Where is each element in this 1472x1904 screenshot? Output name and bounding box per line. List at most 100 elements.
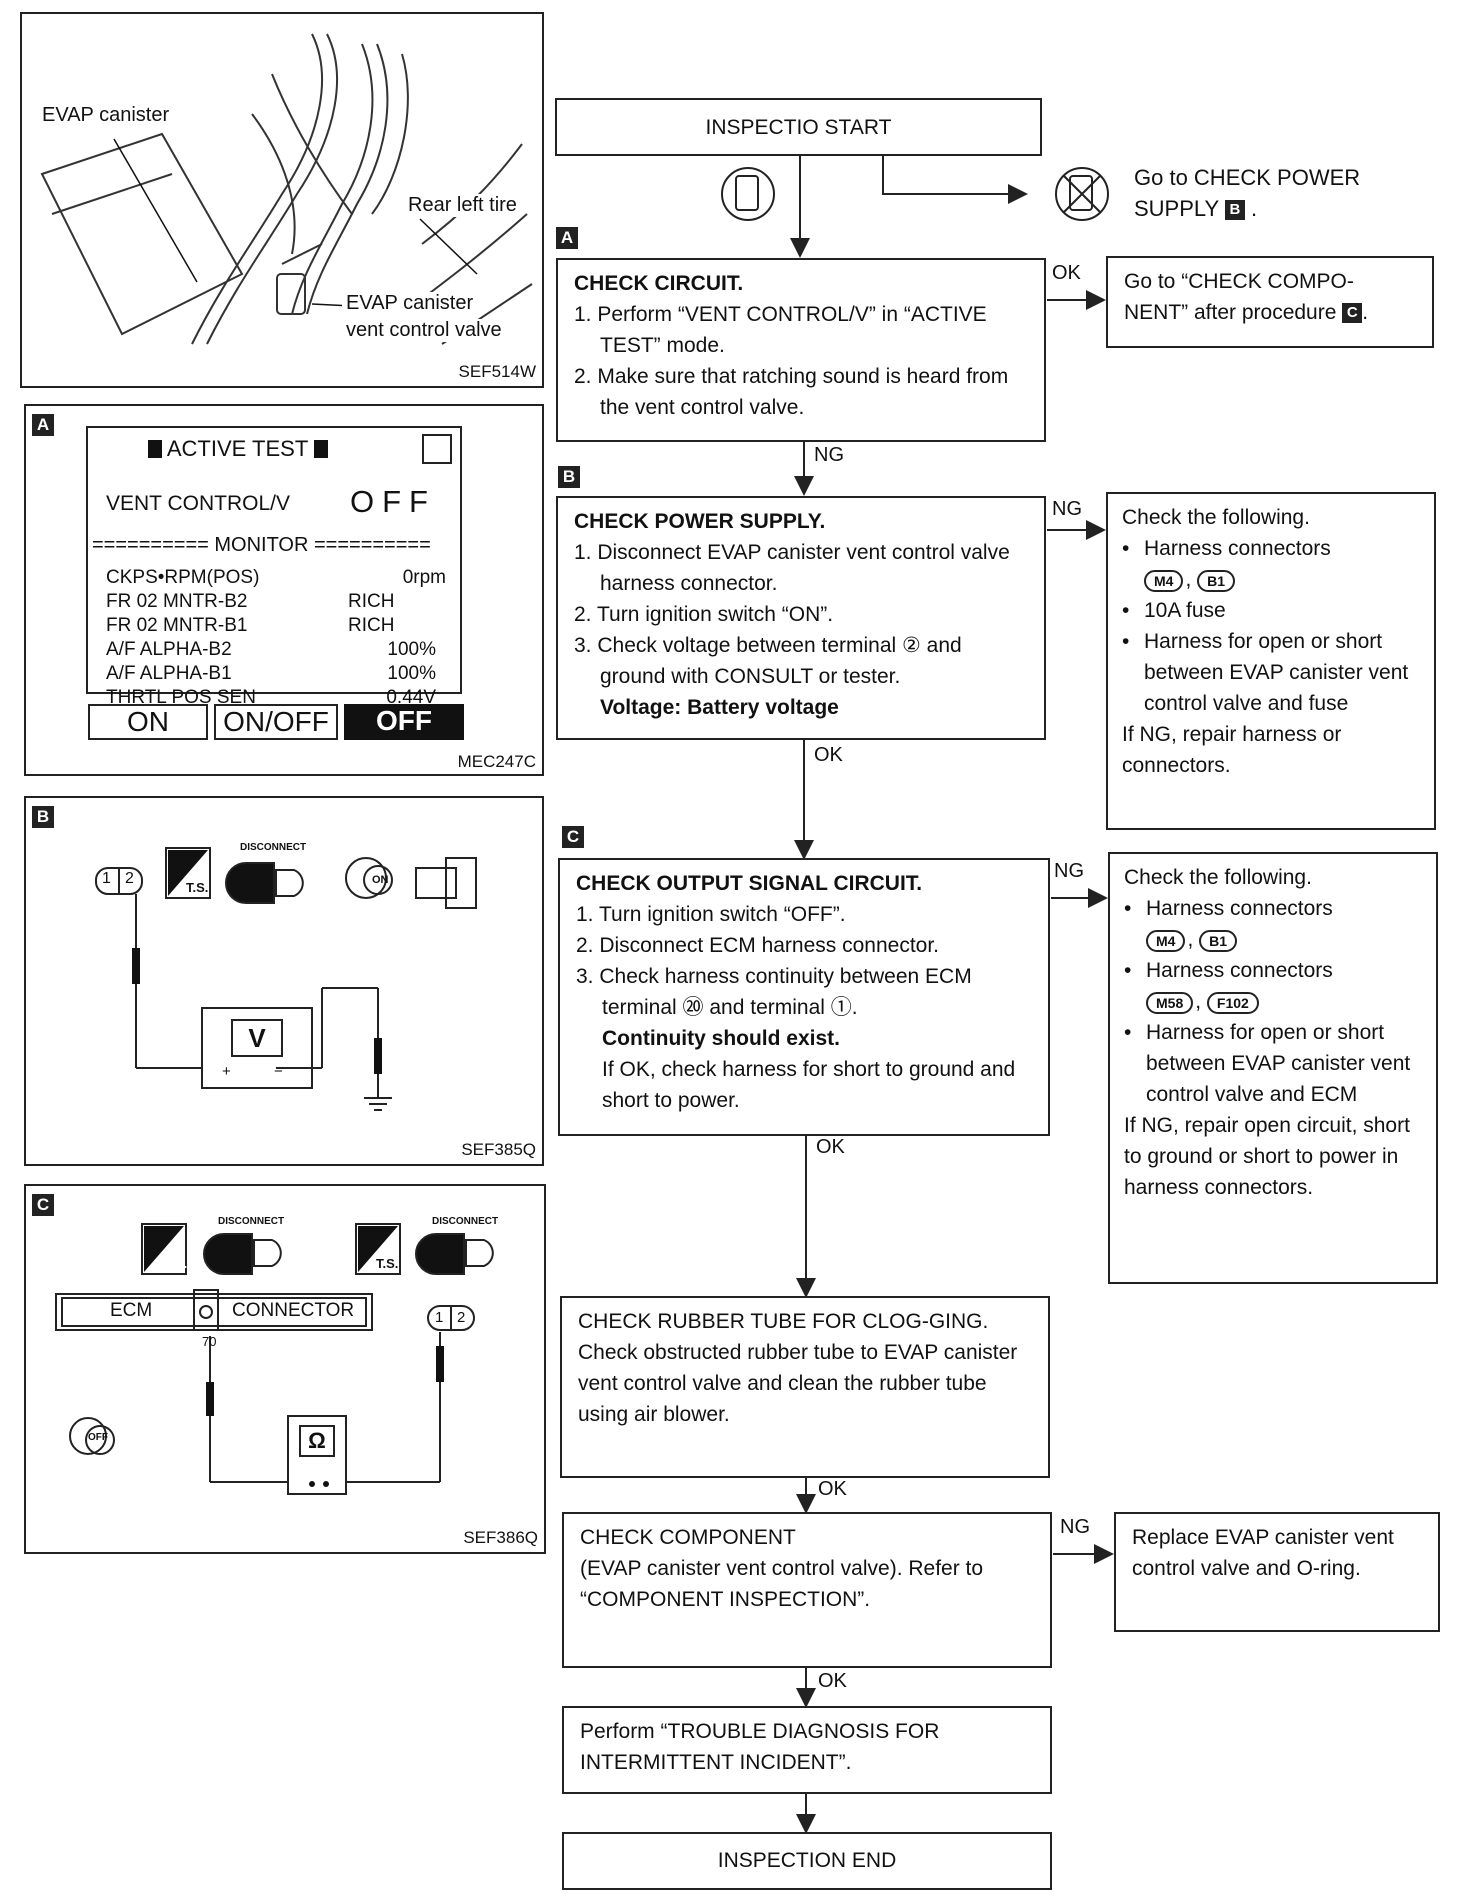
check-power-steps: 1. Disconnect EVAP canister vent control… bbox=[574, 537, 1028, 692]
disconnect-label-1: DISCONNECT bbox=[218, 1216, 285, 1227]
check-output-signal-box: CHECK OUTPUT SIGNAL CIRCUIT. 1. Turn ign… bbox=[558, 858, 1050, 1136]
inspection-end-box: INSPECTION END bbox=[562, 1832, 1052, 1890]
check-circuit-steps: 1. Perform “VENT CONTROL/V” in “ACTIVE T… bbox=[574, 299, 1028, 423]
step-c-tag: C bbox=[1342, 303, 1363, 324]
check-output-title: CHECK OUTPUT SIGNAL CIRCUIT. bbox=[576, 872, 923, 895]
ignition-on-label: ON bbox=[372, 874, 389, 886]
step-item: 3. Check voltage between terminal ② and … bbox=[574, 634, 962, 688]
connector-b1: B1 bbox=[1197, 570, 1236, 592]
disconnect-label: DISCONNECT bbox=[240, 842, 307, 853]
panel-b-voltage-check: B bbox=[24, 796, 544, 1166]
monitor-divider: ========== MONITOR ========== bbox=[92, 534, 431, 556]
step-item: 1. Turn ignition switch “OFF”. bbox=[576, 903, 846, 926]
panel-a-tag: A bbox=[32, 414, 54, 436]
hs-label: H.S. bbox=[162, 1256, 188, 1271]
power-ng-footer: If NG, repair harness or connectors. bbox=[1122, 723, 1342, 777]
off-button[interactable]: OFF bbox=[344, 704, 464, 740]
rear-left-tire-label: Rear left tire bbox=[404, 194, 521, 217]
start-label: INSPECTIO START bbox=[705, 116, 892, 139]
ng-label: NG bbox=[814, 444, 844, 466]
pin-1-label: 1 bbox=[102, 870, 111, 887]
panel-c-continuity-check: C bbox=[24, 1184, 546, 1554]
terminal-70-label: 70 bbox=[202, 1334, 217, 1349]
voltage-spec: Voltage: Battery voltage bbox=[600, 696, 839, 719]
continuity-spec: Continuity should exist. bbox=[602, 1027, 841, 1050]
ng-label: NG bbox=[1052, 498, 1082, 520]
ok-label: OK bbox=[818, 1670, 847, 1692]
component-title: CHECK COMPONENT bbox=[580, 1526, 796, 1549]
evap-canister-label: EVAP canister bbox=[38, 104, 174, 127]
figure-code: SEF514W bbox=[458, 362, 536, 381]
on-button[interactable]: ON bbox=[88, 704, 208, 740]
panel-c-tag: C bbox=[32, 1194, 54, 1216]
step-a-tag: A bbox=[556, 227, 578, 249]
step-item: 3. Check harness continuity between ECM … bbox=[576, 965, 972, 1019]
evap-location-illustration: EVAP canister Rear left tire EVAP canist… bbox=[20, 12, 544, 388]
power-supply-ng-box: Check the following. Harness connectorsM… bbox=[1106, 492, 1436, 830]
pin-1-label: 1 bbox=[435, 1309, 444, 1326]
connector-m4: M4 bbox=[1146, 930, 1186, 952]
check-component-box: CHECK COMPONENT (EVAP canister vent cont… bbox=[562, 1512, 1052, 1668]
check-power-supply-box: CHECK POWER SUPPLY. 1. Disconnect EVAP c… bbox=[556, 496, 1046, 740]
test-item-value: OFF bbox=[350, 484, 436, 519]
connector-b1: B1 bbox=[1199, 930, 1238, 952]
step-c-tag: C bbox=[562, 826, 584, 848]
connector-m4: M4 bbox=[1144, 570, 1184, 592]
rubber-tube-text: CHECK RUBBER TUBE FOR CLOG-GING. Check o… bbox=[578, 1310, 1018, 1426]
connector-f102: F102 bbox=[1206, 992, 1259, 1014]
consult-screen: ACTIVE TEST VENT CONTROL/V OFF =========… bbox=[86, 426, 462, 708]
onoff-button[interactable]: ON/OFF bbox=[214, 704, 338, 740]
step-item: 2. Disconnect ECM harness connector. bbox=[576, 934, 940, 957]
step-item: 1. Perform “VENT CONTROL/V” in “ACTIVE T… bbox=[574, 303, 987, 357]
pin-2-label: 2 bbox=[125, 870, 134, 887]
go-check-component-box: Go to “CHECK COMPO- NENT” after procedur… bbox=[1106, 256, 1434, 348]
vent-valve-label-1: EVAP canister bbox=[342, 292, 478, 315]
ok-label: OK bbox=[814, 744, 843, 766]
step-b-tag: B bbox=[558, 466, 580, 488]
figure-code: SEF386Q bbox=[463, 1528, 538, 1547]
monitor-row: CKPS•RPM(POS)0rpm bbox=[106, 567, 446, 588]
step-item: 2. Make sure that ratching sound is hear… bbox=[574, 365, 1009, 419]
output-ng-head: Check the following. bbox=[1124, 866, 1312, 889]
check-power-title: CHECK POWER SUPPLY. bbox=[574, 510, 826, 533]
panel-a-consult-screen: A ACTIVE TEST VENT CONTROL/V OFF =======… bbox=[24, 404, 544, 776]
ok-label: OK bbox=[816, 1136, 845, 1158]
active-test-title: ACTIVE TEST bbox=[166, 436, 308, 461]
disconnect-label-2: DISCONNECT bbox=[432, 1216, 499, 1227]
inspection-start-box: INSPECTIO START bbox=[555, 98, 1042, 156]
list-item: Harness for open or short between EVAP c… bbox=[1124, 1017, 1422, 1110]
check-circuit-title: CHECK CIRCUIT. bbox=[574, 272, 744, 295]
intermittent-incident-box: Perform “TROUBLE DIAGNOSIS FOR INTERMITT… bbox=[562, 1706, 1052, 1794]
go-power-supply-note: Go to CHECK POWER SUPPLY B . bbox=[1134, 162, 1360, 224]
connector-label: CONNECTOR bbox=[232, 1300, 355, 1321]
check-circuit-box: CHECK CIRCUIT. 1. Perform “VENT CONTROL/… bbox=[556, 258, 1046, 442]
power-ng-head: Check the following. bbox=[1122, 506, 1310, 529]
continuity-check-diagram bbox=[55, 1223, 494, 1495]
replace-valve-box: Replace EVAP canister vent control valve… bbox=[1114, 1512, 1440, 1632]
go-component-line-2: NENT” after procedure C. bbox=[1124, 301, 1369, 324]
continuity-note: If OK, check harness for short to ground… bbox=[602, 1058, 1016, 1112]
ok-label: OK bbox=[1052, 262, 1081, 284]
ts-label: T.S. bbox=[376, 1256, 399, 1271]
screen-checkbox[interactable] bbox=[422, 434, 452, 464]
minus-terminal: − bbox=[274, 1063, 283, 1080]
go-power-line-1: Go to CHECK POWER bbox=[1134, 165, 1361, 190]
component-body: (EVAP canister vent control valve). Refe… bbox=[580, 1557, 984, 1611]
ohmmeter-icon: Ω bbox=[308, 1428, 326, 1453]
list-item: 10A fuse bbox=[1122, 595, 1420, 626]
ts-label: T.S. bbox=[186, 880, 209, 895]
ecm-label: ECM bbox=[110, 1300, 153, 1321]
test-item-label: VENT CONTROL/V bbox=[106, 492, 290, 515]
active-test-header: ACTIVE TEST bbox=[88, 436, 388, 462]
connector-m58: M58 bbox=[1146, 992, 1194, 1014]
step-item: 2. Turn ignition switch “ON”. bbox=[574, 603, 834, 626]
go-component-line-1: Go to “CHECK COMPO- bbox=[1124, 270, 1354, 293]
